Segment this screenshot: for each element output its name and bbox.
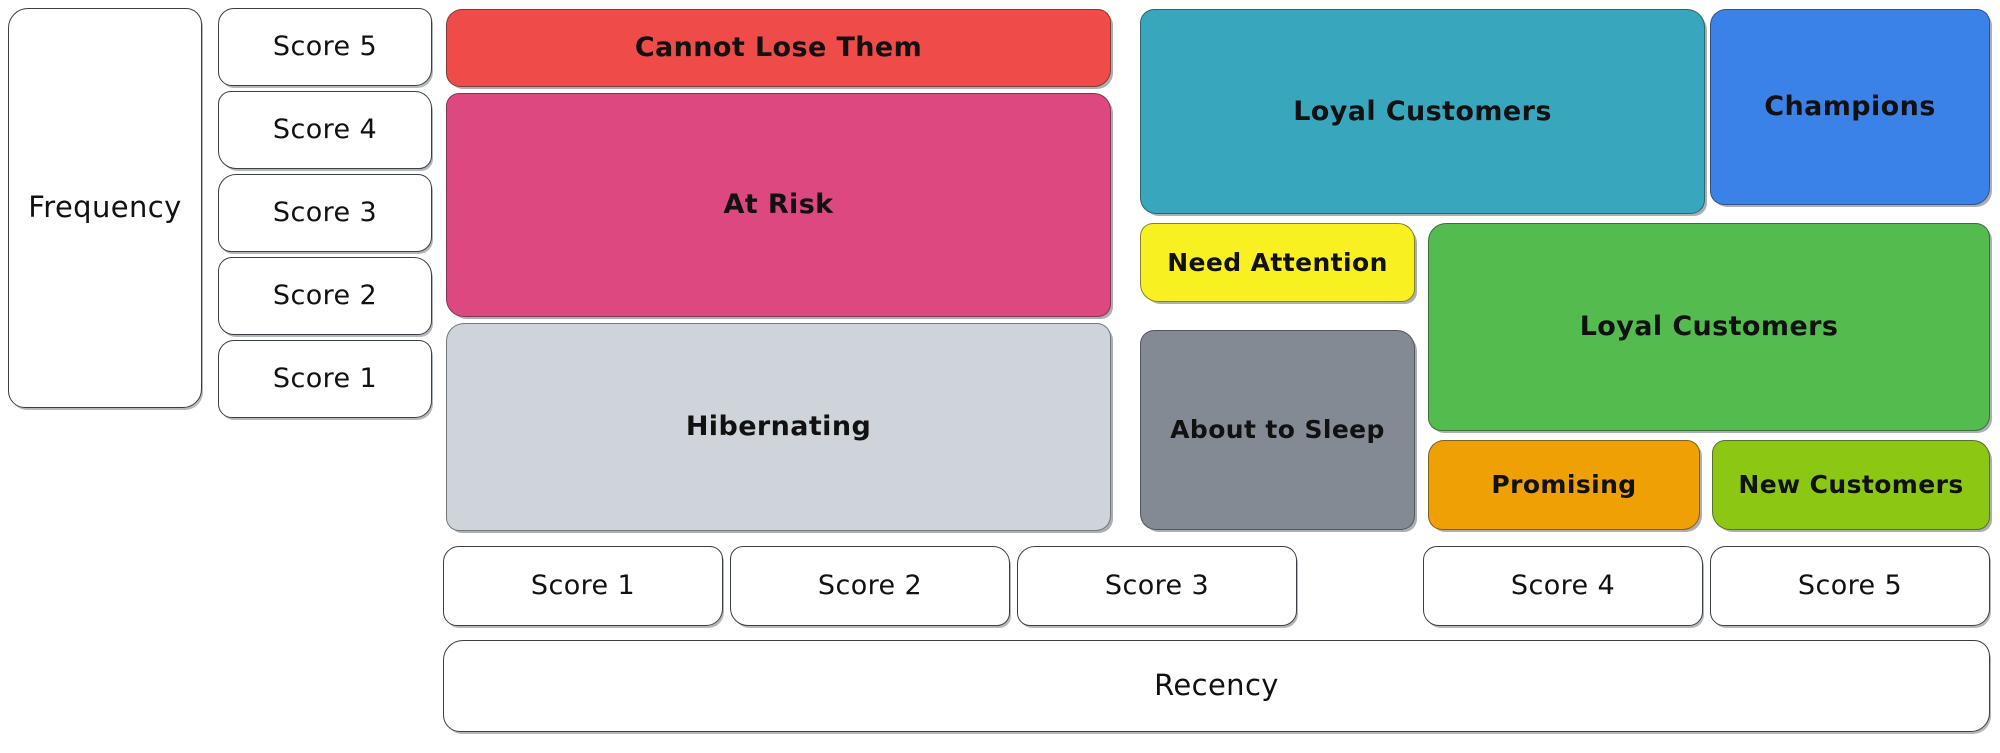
segment-about-to-sleep[interactable]: About to Sleep <box>1140 330 1415 530</box>
segment-loyal-customers-teal[interactable]: Loyal Customers <box>1140 9 1705 214</box>
segment-loyal-customers-green[interactable]: Loyal Customers <box>1428 223 1990 431</box>
frequency-axis-label: Frequency <box>8 8 202 408</box>
frequency-score-5[interactable]: Score 5 <box>218 8 432 86</box>
frequency-score-1[interactable]: Score 1 <box>218 340 432 418</box>
recency-score-1[interactable]: Score 1 <box>443 546 723 626</box>
recency-score-4[interactable]: Score 4 <box>1423 546 1703 626</box>
recency-score-3[interactable]: Score 3 <box>1017 546 1297 626</box>
segment-at-risk[interactable]: At Risk <box>446 93 1111 317</box>
segment-need-attention[interactable]: Need Attention <box>1140 223 1415 302</box>
segment-promising[interactable]: Promising <box>1428 440 1700 530</box>
frequency-score-2[interactable]: Score 2 <box>218 257 432 335</box>
segment-new-customers[interactable]: New Customers <box>1712 440 1990 530</box>
frequency-score-4[interactable]: Score 4 <box>218 91 432 169</box>
recency-score-5[interactable]: Score 5 <box>1710 546 1990 626</box>
segment-hibernating[interactable]: Hibernating <box>446 323 1111 531</box>
recency-axis-label: Recency <box>443 640 1990 732</box>
frequency-score-3[interactable]: Score 3 <box>218 174 432 252</box>
recency-score-2[interactable]: Score 2 <box>730 546 1010 626</box>
segment-champions[interactable]: Champions <box>1710 9 1990 205</box>
segment-cannot-lose-them[interactable]: Cannot Lose Them <box>446 9 1111 87</box>
